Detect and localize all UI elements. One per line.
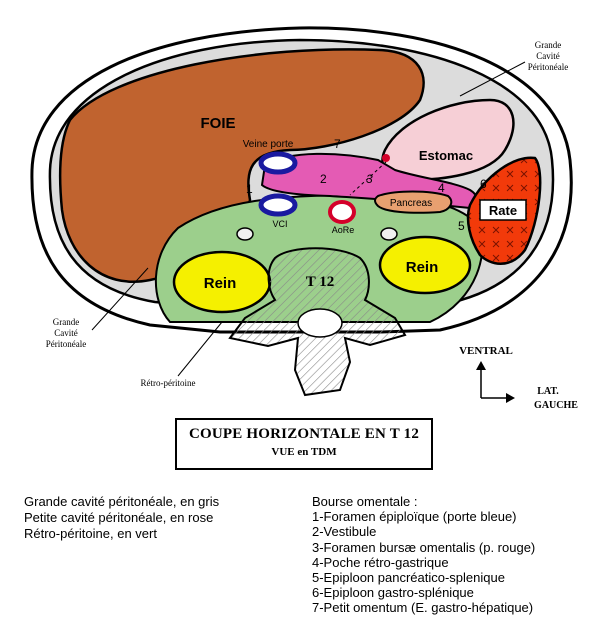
legend-right-heading: Bourse omentale : [312,494,418,509]
legend-left-item: Grande cavité péritonéale, en gris [24,494,220,509]
kidney-left-label: Rein [406,259,439,276]
ivc-label: VCI [272,219,287,229]
legend-left-item: Rétro-péritoine, en vert [24,526,157,541]
pointer-bl [91,267,149,331]
legend-right-item: 2-Vestibule [312,524,377,540]
annot-bl-3: Péritonéale [46,339,86,349]
pointer-retro [177,321,223,377]
title-sub: VUE en TDM [271,446,337,458]
dashed-line [349,161,387,196]
pancreas [374,190,453,214]
pancreas-label: Pancreas [390,198,432,209]
aorta-label: AoRe [332,225,355,235]
num-1: 1 [246,182,253,196]
foramen-dot [382,154,390,162]
num-5: 5 [458,219,465,233]
annot-bl-2: Cavité [54,328,78,338]
arrow-right-head [506,393,515,403]
vertebra-label: T 12 [306,274,334,290]
ventral-label: VENTRAL [459,345,513,357]
kidney-right-label: Rein [204,275,237,292]
gauche-label: GAUCHE [534,400,578,411]
num-2: 2 [320,172,327,186]
annot-tr-2: Cavité [536,51,560,61]
portal-vein-label: Veine porte [243,139,294,150]
portal-vein [258,151,298,175]
legend-right-item: 4-Poche rétro-gastrique [312,554,449,570]
annot-tr-3: Péritonéale [528,62,568,72]
title-box: COUPE HORIZONTALE EN T 12 VUE en TDM [175,418,433,470]
num-4: 4 [438,181,445,195]
legend-right-item: 7-Petit omentum (E. gastro-hépatique) [312,600,534,616]
spleen-label-box [479,199,527,221]
num-6: 6 [480,177,487,191]
liver [58,48,425,283]
spinal-canal [297,308,343,338]
legend-left-item: Petite cavité péritonéale, en rose [24,510,214,525]
annot-retro: Rétro-péritoine [141,378,196,388]
legend-right-item: 3-Foramen bursæ omentalis (p. rouge) [312,539,536,555]
legend-right-item: 5-Epiploon pancréatico-splenique [312,570,505,586]
pointer-tr [459,61,526,97]
title-main: COUPE HORIZONTALE EN T 12 [188,426,420,442]
aorta [328,200,356,224]
legend-right-item: 6-Epiploon gastro-splénique [312,585,474,601]
num-3: 3 [366,172,373,186]
legend-left: Grande cavité péritonéale, en gris Petit… [24,494,219,542]
annot-tr-1: Grande [535,40,562,50]
num-7: 7 [334,137,341,151]
ivc [258,193,298,217]
arrow-up-head [476,361,486,370]
crus-right [380,227,398,241]
crus-left [236,227,254,241]
legend-right-item: 1-Foramen épiploïque (porte bleue) [312,509,517,525]
kidney-left [378,235,472,295]
liver-label: FOIE [200,115,235,132]
lat-label: LAT. [537,386,559,397]
annot-bl-1: Grande [53,317,80,327]
spleen-label: Rate [489,203,517,218]
stomach-label: Estomac [419,148,473,163]
legend-right: Bourse omentale : 1-Foramen épiploïque (… [312,494,535,616]
